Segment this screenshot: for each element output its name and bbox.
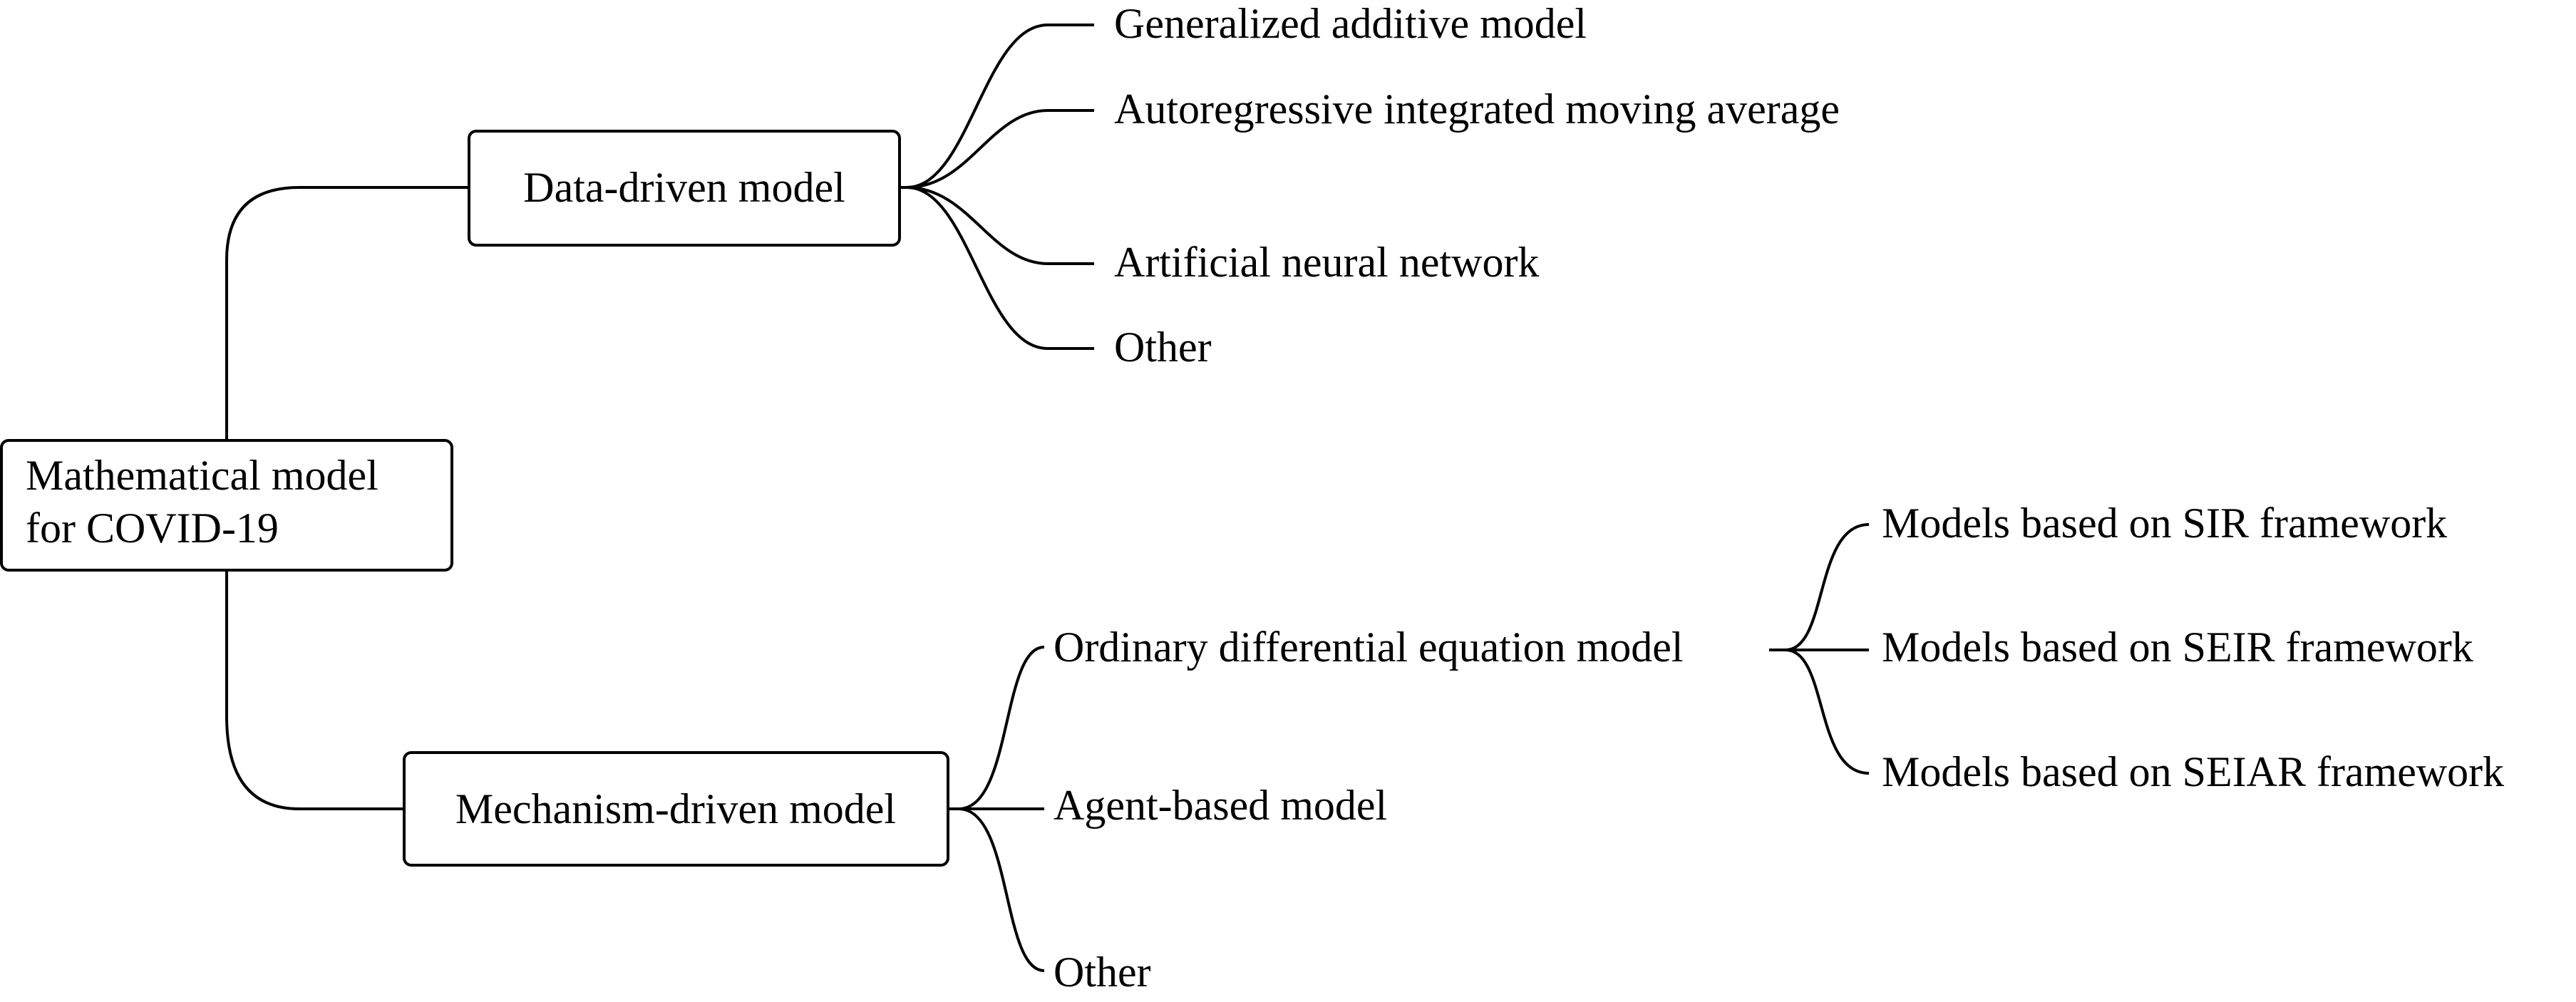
mechanism-driven-connectors [948, 646, 1045, 972]
data-driven-connectors [900, 24, 1094, 350]
root-label-line1: Mathematical model [26, 452, 378, 499]
leaf-artificial-neural-network: Artificial neural network [1114, 239, 1539, 286]
connector-root-to-data-driven [225, 186, 469, 440]
leaf-agent-based-model: Agent-based model [1053, 782, 1387, 829]
data-driven-label: Data-driven model [523, 164, 845, 211]
root-label-line2: for COVID-19 [26, 505, 279, 552]
leaf-generalized-additive-model: Generalized additive model [1114, 0, 1587, 47]
leaf-data-driven-other: Other [1114, 324, 1212, 371]
mechanism-driven-node: Mechanism-driven model [403, 751, 949, 867]
ode-connectors [1769, 523, 1870, 775]
leaf-mechanism-driven-other: Other [1053, 949, 1151, 996]
leaf-arima: Autoregressive integrated moving average [1114, 86, 1840, 133]
mechanism-driven-label: Mechanism-driven model [455, 785, 896, 832]
leaf-seir-framework: Models based on SEIR framework [1882, 624, 2473, 671]
leaf-ordinary-differential-equation-model: Ordinary differential equation model [1053, 624, 1684, 671]
leaf-sir-framework: Models based on SIR framework [1882, 500, 2447, 547]
connector-root-to-mechanism-driven [225, 570, 404, 810]
data-driven-node: Data-driven model [468, 130, 901, 247]
root-node: Mathematical model for COVID-19 [0, 439, 453, 572]
leaf-seiar-framework: Models based on SEIAR framework [1882, 748, 2504, 795]
